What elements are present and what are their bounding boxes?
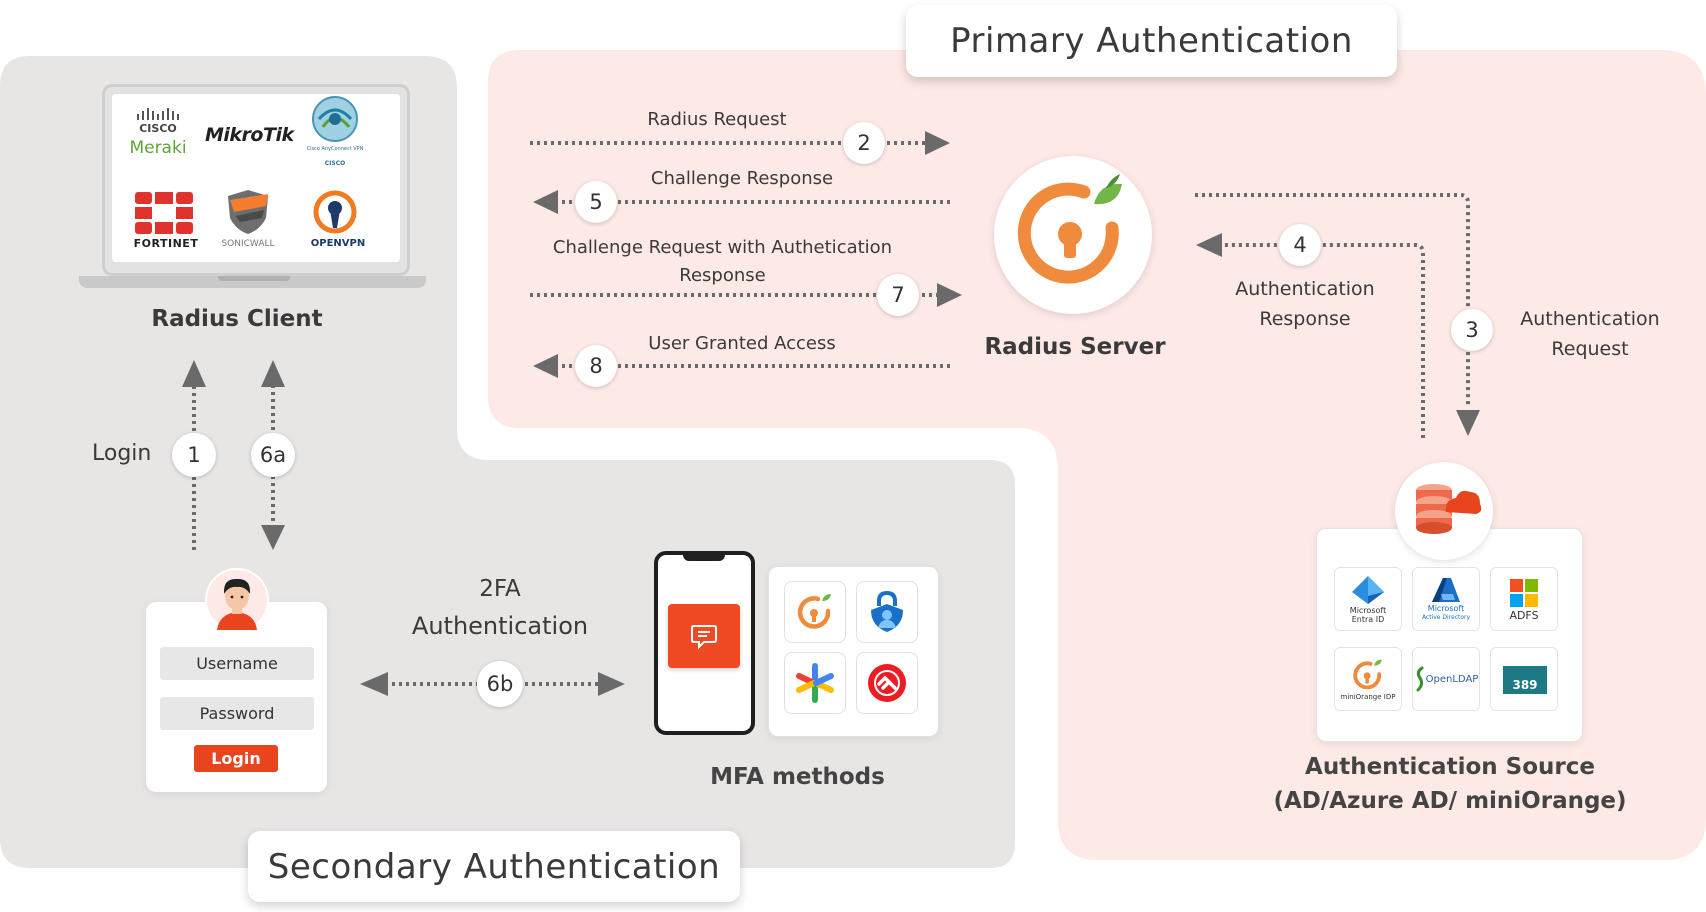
meraki-text: Meraki: [129, 138, 187, 158]
challenge-response-label: Challenge Response: [650, 168, 834, 189]
primary-auth-title: Primary Authentication: [906, 5, 1397, 77]
step-3-text: 3: [1465, 318, 1479, 342]
radius-request-label: Radius Request: [647, 109, 787, 130]
entra-line2: Entra ID: [1351, 615, 1385, 624]
step-5-text: 5: [589, 190, 603, 214]
mfa-microsoft-authenticator-tile[interactable]: [856, 581, 918, 643]
step-6b-text: 6b: [486, 672, 514, 696]
auth-request-label-2: Request: [1551, 338, 1629, 360]
mfa-authy-tile[interactable]: [856, 652, 918, 714]
secondary-auth-title: Secondary Authentication: [248, 831, 740, 902]
step-2-badge: 2: [843, 122, 885, 164]
fortinet-text: FORTINET: [133, 237, 199, 250]
openldap-tile: OpenLDAP: [1412, 647, 1480, 711]
active-directory-tile: Microsoft Active Directory: [1412, 567, 1480, 631]
google-authenticator-icon: [796, 663, 834, 703]
miniorange-idp-tile: miniOrange IDP: [1334, 647, 1402, 711]
miniorange-authenticator-icon: [797, 594, 831, 629]
radius-server-label: Radius Server: [984, 334, 1166, 360]
user-granted-label: User Granted Access: [648, 333, 836, 354]
step-1-badge: 1: [172, 433, 216, 477]
ds389-box: [1503, 666, 1547, 694]
mikrotik-logo: MikroTik: [205, 124, 294, 146]
challenge-request-label-2: Response: [679, 265, 766, 286]
adfs-tile: ADFS: [1490, 567, 1558, 631]
laptop-base: [79, 276, 426, 288]
step-4-badge: 4: [1279, 224, 1321, 266]
step-3-badge: 3: [1451, 309, 1493, 351]
microsoft-authenticator-icon: [871, 590, 903, 632]
challenge-request-label-1: Challenge Request with Authetication: [552, 237, 893, 258]
openvpn-keyhole-icon: [313, 190, 357, 234]
auth-source-label-1: Authentication Source: [1305, 754, 1595, 780]
anyconnect-globe-icon: [312, 96, 358, 142]
sonicwall-text: SONICWALL: [221, 239, 275, 249]
step-4-text: 4: [1293, 233, 1307, 257]
auth-response-label-2: Response: [1259, 308, 1351, 330]
entra-id-icon: [1352, 576, 1384, 604]
step-2-text: 2: [857, 131, 871, 155]
password-field[interactable]: Password: [160, 697, 314, 730]
entra-id-tile: Microsoft Entra ID: [1334, 567, 1402, 631]
twofa-label-2: Authentication: [411, 612, 589, 640]
step-8-badge: 8: [575, 345, 617, 387]
radius-client-label: Radius Client: [151, 306, 323, 332]
login-button[interactable]: Login: [194, 745, 278, 772]
authy-icon: [868, 664, 906, 702]
cisco-text: CISCO: [139, 122, 177, 135]
secondary-auth-title-text: Secondary Authentication: [267, 846, 721, 887]
ds389-label: 389: [1512, 678, 1538, 692]
miniorange-logo-icon: [1017, 174, 1122, 284]
openldap-icon: [1416, 666, 1424, 692]
entra-line1: Microsoft: [1349, 606, 1387, 615]
chat-bubble-icon: [691, 625, 717, 650]
primary-auth-title-text: Primary Authentication: [950, 21, 1353, 61]
step-6a-badge: 6a: [251, 433, 295, 477]
login-label: Login: [92, 441, 152, 466]
adfs-label: ADFS: [1509, 609, 1539, 622]
user-avatar-icon: [205, 568, 269, 632]
step-6a-text: 6a: [259, 443, 287, 467]
auth-request-label-1: Authentication: [1520, 308, 1660, 330]
miniorange-idp-icon: [1353, 659, 1382, 689]
laptop-notch: [218, 276, 290, 281]
step-1-text: 1: [187, 443, 201, 467]
miniorange-idp-label: miniOrange IDP: [1340, 692, 1396, 701]
step-5-badge: 5: [575, 181, 617, 223]
active-line2: Active Directory: [1421, 614, 1471, 621]
anyconnect-cisco-text: CISCO: [324, 160, 346, 167]
mfa-google-authenticator-tile[interactable]: [784, 652, 846, 714]
twofa-label-1: 2FA: [479, 576, 521, 602]
auth-response-label-1: Authentication: [1235, 278, 1375, 300]
ds389-tile: 389: [1490, 647, 1558, 711]
windows-icon: [1510, 579, 1538, 607]
anyconnect-text: Cisco AnyConnect VPN: [306, 146, 364, 152]
sonicwall-shield-icon: [228, 190, 268, 234]
step-6b-badge: 6b: [477, 661, 523, 707]
mfa-miniorange-tile[interactable]: [784, 581, 846, 643]
database-cloud-icon: [1416, 484, 1482, 534]
active-line1: Microsoft: [1427, 604, 1465, 613]
phone-notch: [683, 554, 725, 561]
auth-source-label-2: (AD/Azure AD/ miniOrange): [1273, 788, 1627, 814]
azure-ad-icon: [1432, 578, 1460, 602]
step-7-badge: 7: [877, 274, 919, 316]
step-8-text: 8: [589, 354, 603, 378]
openldap-label: OpenLDAP: [1425, 673, 1479, 685]
mfa-methods-label: MFA methods: [710, 764, 885, 790]
username-field[interactable]: Username: [160, 647, 314, 680]
fortinet-logo-icon: [135, 192, 193, 234]
step-7-text: 7: [891, 283, 905, 307]
cisco-meraki-logo: [137, 108, 179, 120]
openvpn-text: OPENVPN: [310, 238, 366, 249]
